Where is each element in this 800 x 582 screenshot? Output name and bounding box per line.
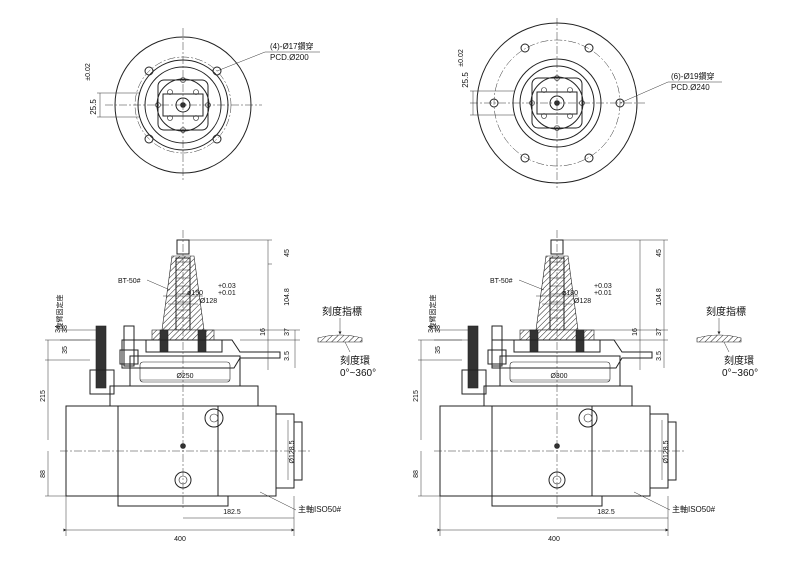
left-dim-3-5: 3.5 <box>284 351 291 361</box>
right-dim-35: 35 <box>435 346 442 354</box>
right-key-tol: ±0.02 <box>458 49 465 67</box>
left-dim-88: 88 <box>40 470 47 478</box>
right-vertical-label: 旋臂固定座 <box>428 295 437 330</box>
left-bore-dim: ø150 <box>187 290 203 297</box>
right-flange-dim: Ø300 <box>550 373 567 380</box>
left-dim-215: 215 <box>40 390 47 402</box>
right-dim-38: 38 <box>435 325 442 333</box>
left-dim-182-5: 182.5 <box>223 509 241 516</box>
left-scale-pointer: 刻度指標 <box>322 305 362 318</box>
right-side-view <box>418 230 742 536</box>
left-tol-lower: +0.01 <box>218 290 236 297</box>
left-pcd-label: PCD.Ø200 <box>270 53 309 62</box>
left-top-view <box>97 28 320 180</box>
left-tool-label: BT-50# <box>118 278 141 285</box>
right-tool-label: BT-50# <box>490 278 513 285</box>
right-scale-ring: 刻度環 <box>724 354 754 367</box>
right-hole-note: (6)-Ø19鑽穿 <box>671 71 715 81</box>
left-dim-38: 38 <box>62 325 69 333</box>
left-dim-34: 34 <box>55 325 62 333</box>
left-vertical-label: 旋臂固定座 <box>55 295 64 330</box>
left-scale-ring: 刻度環 <box>340 354 370 367</box>
right-pcd-label: PCD.Ø240 <box>671 83 710 92</box>
left-dim-16: 16 <box>260 328 267 336</box>
right-spindle-note: 主軸ISO50# <box>672 504 716 514</box>
left-key-dim: 25.5 <box>89 99 98 115</box>
right-key-dim: 25.5 <box>461 72 470 88</box>
right-tol-lower: +0.01 <box>594 290 612 297</box>
right-bore-dim: ø180 <box>562 290 578 297</box>
right-dim-400: 400 <box>548 536 560 543</box>
right-dim-16: 16 <box>632 328 639 336</box>
left-dim-104-8: 104.8 <box>284 288 291 306</box>
left-scale-range: 0°~360° <box>340 368 376 379</box>
left-key-tol: ±0.02 <box>85 63 92 81</box>
right-dim-45: 45 <box>656 249 663 257</box>
left-hole-note: (4)-Ø17鑽穿 <box>270 41 314 51</box>
left-flange-dim: Ø250 <box>176 373 193 380</box>
right-top-view <box>470 18 722 188</box>
right-dim-3-5: 3.5 <box>656 351 663 361</box>
right-scale-pointer: 刻度指標 <box>706 305 746 318</box>
right-spindle-dim: Ø128.5 <box>663 440 670 463</box>
right-dim-88: 88 <box>413 470 420 478</box>
left-tol-upper: +0.03 <box>218 283 236 290</box>
left-dim-35: 35 <box>62 346 69 354</box>
left-spindle-dim: Ø128.5 <box>289 440 296 463</box>
right-inner-dim: Ø128 <box>574 298 591 305</box>
left-dim-45: 45 <box>284 249 291 257</box>
right-scale-range: 0°~360° <box>722 368 758 379</box>
left-side-view <box>45 230 363 536</box>
left-inner-dim: Ø128 <box>200 298 217 305</box>
right-dim-215: 215 <box>413 390 420 402</box>
right-dim-182-5: 182.5 <box>597 509 615 516</box>
right-dim-37: 37 <box>656 328 663 336</box>
left-dim-400: 400 <box>174 536 186 543</box>
left-dim-37: 37 <box>284 328 291 336</box>
right-dim-104-8: 104.8 <box>656 288 663 306</box>
right-dim-34: 34 <box>428 325 435 333</box>
left-spindle-note: 主軸ISO50# <box>298 504 342 514</box>
right-tol-upper: +0.03 <box>594 283 612 290</box>
